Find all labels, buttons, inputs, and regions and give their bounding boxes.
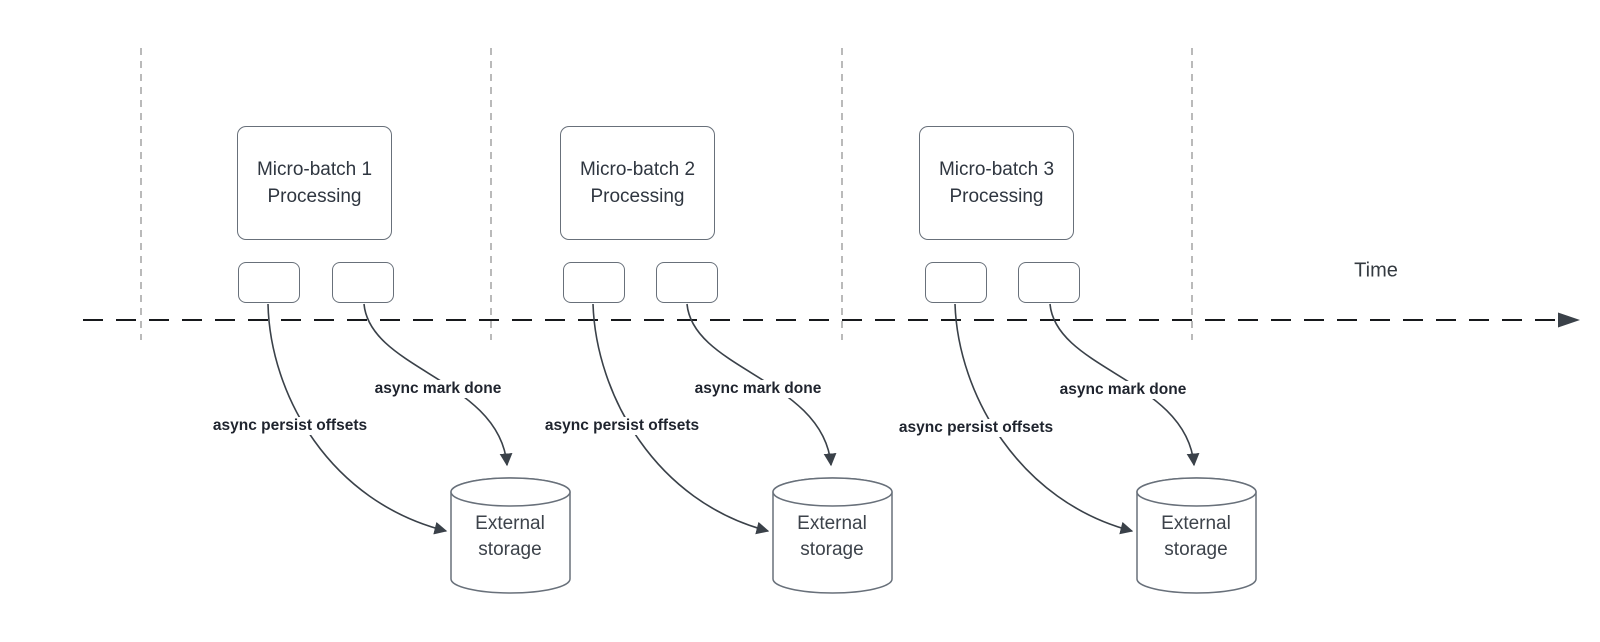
storage-cylinder-shape-3: [1136, 477, 1257, 594]
storage-cylinder-shape-2: [772, 477, 893, 594]
mark-done-arrow-2: [686, 303, 837, 467]
storage-cylinder-shape-1: [450, 477, 571, 594]
persist-offsets-arrow-3: [954, 303, 1134, 535]
persist-offsets-label-2: async persist offsets: [541, 417, 703, 435]
persist-offsets-arrow-2: [592, 303, 770, 535]
persist-offsets-task-box-3: [925, 262, 987, 303]
mark-done-arrow-3: [1049, 303, 1200, 467]
persist-offsets-task-box-1: [238, 262, 300, 303]
external-storage-label-3: External storage: [1161, 513, 1231, 560]
mark-done-task-box-3: [1018, 262, 1080, 303]
external-storage-label-1: External storage: [475, 513, 545, 560]
mark-done-task-box-1: [332, 262, 394, 303]
time-axis-arrowhead-icon: [1558, 312, 1580, 328]
mark-done-label-1: async mark done: [371, 380, 505, 398]
mark-done-label-3: async mark done: [1056, 381, 1190, 399]
micro-batch-2-process-box: Micro-batch 2 Processing: [560, 126, 715, 240]
external-storage-label-2: External storage: [797, 513, 867, 560]
micro-batch-1-process-box: Micro-batch 1 Processing: [237, 126, 392, 240]
time-axis-label: Time: [1354, 259, 1398, 282]
mark-done-label-2: async mark done: [691, 380, 825, 398]
persist-offsets-task-box-2: [563, 262, 625, 303]
persist-offsets-label-3: async persist offsets: [895, 419, 1057, 437]
persist-offsets-arrow-1: [267, 303, 448, 535]
mark-done-task-box-2: [656, 262, 718, 303]
persist-offsets-label-1: async persist offsets: [209, 417, 371, 435]
micro-batch-3-process-box: Micro-batch 3 Processing: [919, 126, 1074, 240]
mark-done-arrow-1: [363, 303, 513, 467]
